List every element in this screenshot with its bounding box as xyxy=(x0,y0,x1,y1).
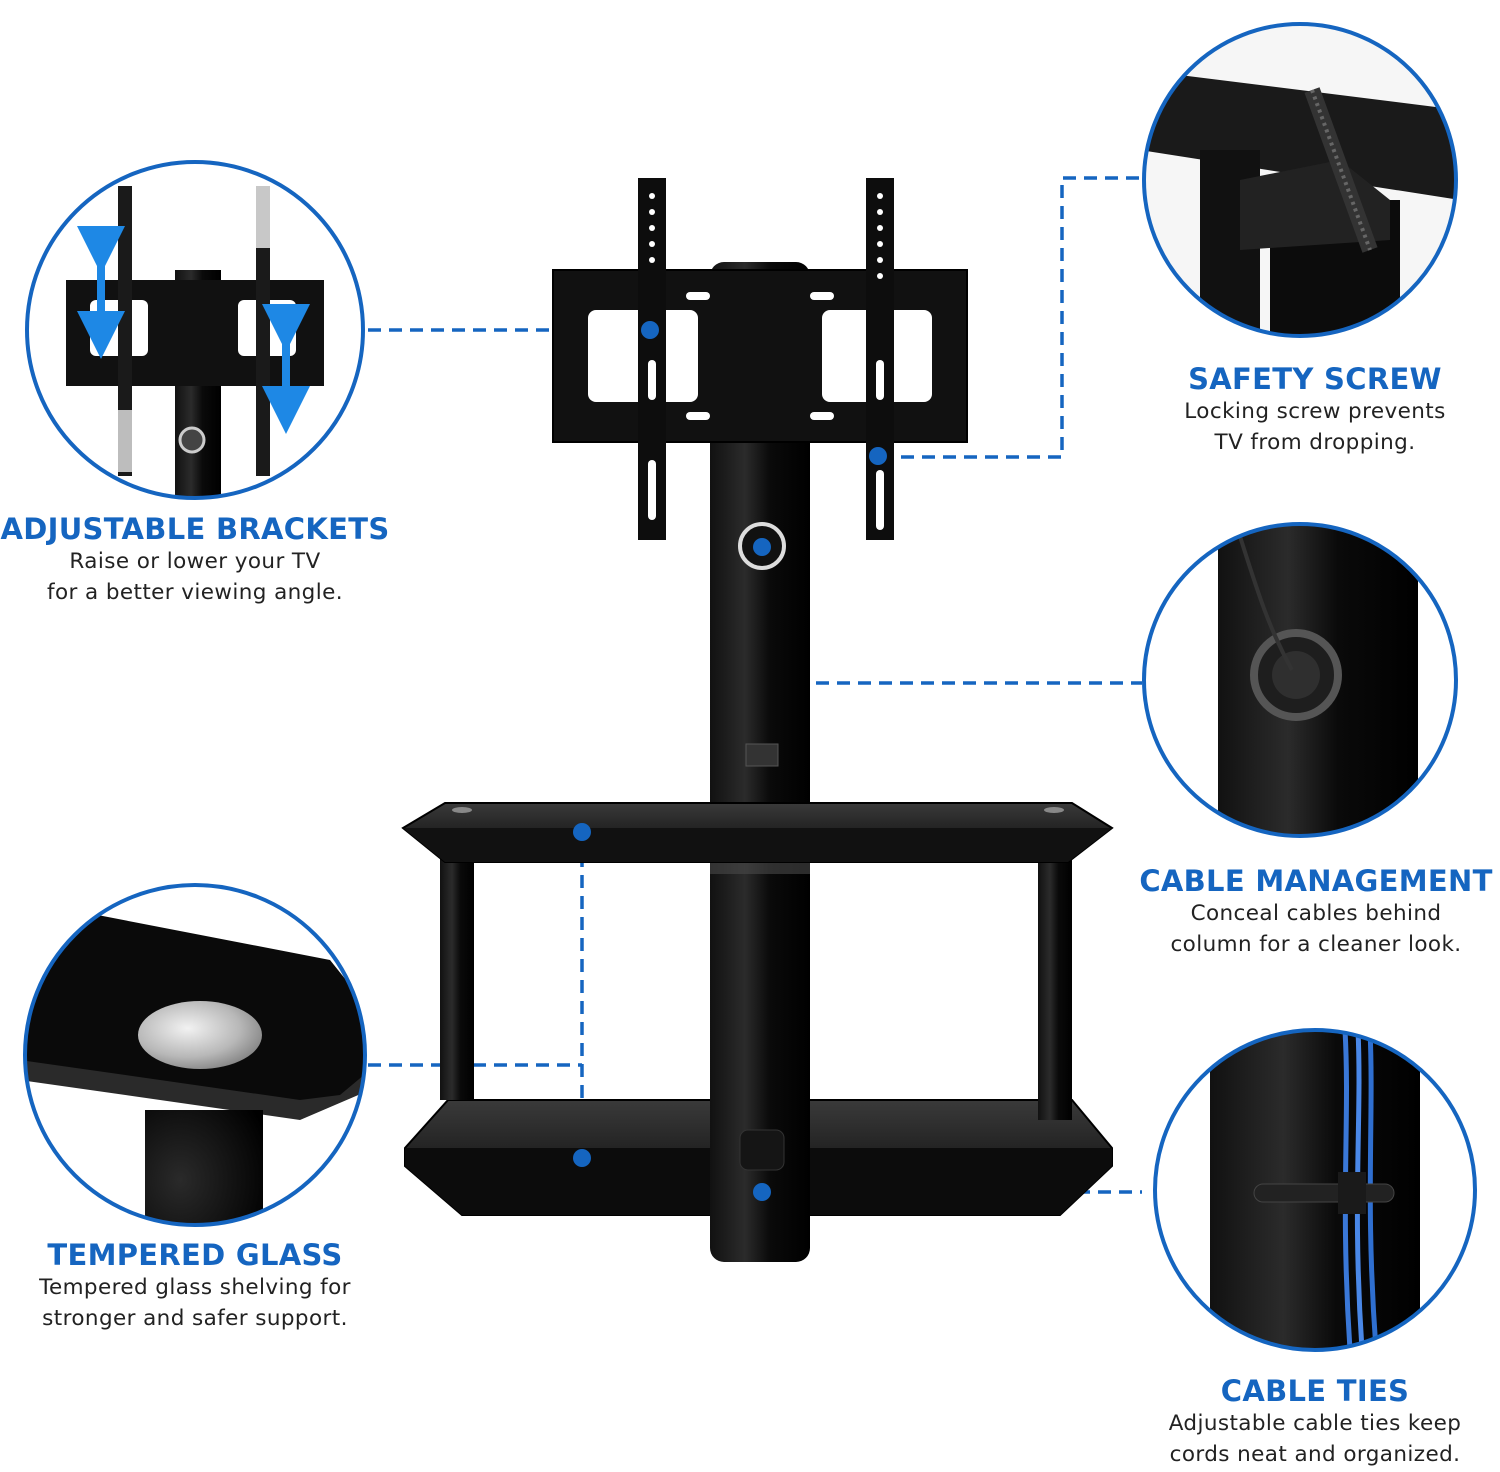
leader-screw xyxy=(880,176,1142,459)
callout-brackets xyxy=(25,160,365,500)
feature-desc-line2: cords neat and organized. xyxy=(1169,1442,1461,1467)
callout-ring-cable xyxy=(1142,522,1458,838)
hotspots xyxy=(573,321,887,1201)
tv-stand xyxy=(401,178,1114,1262)
feature-desc-line1: Adjustable cable ties keep xyxy=(1168,1411,1462,1436)
feature-desc-line1: Tempered glass shelving for xyxy=(39,1275,351,1300)
feature-desc-line1: Raise or lower your TV xyxy=(69,549,321,574)
feature-desc-line2: stronger and safer support. xyxy=(42,1306,348,1331)
feature-desc-line2: for a better viewing angle. xyxy=(47,580,343,605)
hotspot-screw xyxy=(869,447,887,465)
feature-desc-line2: column for a cleaner look. xyxy=(1170,932,1462,957)
feature-cable-management: CABLE MANAGEMENT Conceal cables behind c… xyxy=(1125,864,1500,960)
callout-ring-screw xyxy=(1142,22,1458,338)
feature-desc-line1: Locking screw prevents xyxy=(1184,399,1446,424)
hotspot-ties xyxy=(753,1183,771,1201)
hotspot-brackets xyxy=(641,321,659,339)
feature-adjustable-brackets: ADJUSTABLE BRACKETS Raise or lower your … xyxy=(0,512,390,608)
chrome-cap xyxy=(138,1001,262,1069)
feature-cable-ties: CABLE TIES Adjustable cable ties keep co… xyxy=(1125,1374,1500,1470)
feature-title: TEMPERED GLASS xyxy=(47,1238,343,1272)
callout-cable xyxy=(1142,522,1458,838)
shelf-leg-left xyxy=(440,838,474,1100)
feature-title: CABLE MANAGEMENT xyxy=(1139,864,1493,898)
feature-title: SAFETY SCREW xyxy=(1188,362,1442,396)
feature-title: ADJUSTABLE BRACKETS xyxy=(0,512,390,546)
callout-ties xyxy=(1153,1028,1477,1352)
callout-glass xyxy=(23,883,367,1227)
hotspot-glass-top xyxy=(573,823,591,841)
leader-cable xyxy=(760,548,1142,685)
callout-ring-brackets xyxy=(25,160,365,500)
hotspot-glass-bottom xyxy=(573,1149,591,1167)
feature-safety-screw: SAFETY SCREW Locking screw prevents TV f… xyxy=(1110,362,1500,458)
shelf-leg-right xyxy=(1038,838,1072,1120)
callout-screw xyxy=(1142,22,1458,338)
feature-desc-line2: TV from dropping. xyxy=(1214,430,1416,455)
feature-desc-line1: Conceal cables behind xyxy=(1190,901,1442,926)
feature-tempered-glass: TEMPERED GLASS Tempered glass shelving f… xyxy=(0,1238,390,1334)
hotspot-cable xyxy=(753,538,771,556)
callout-ring-ties xyxy=(1153,1028,1477,1352)
callout-ring-glass xyxy=(23,883,367,1227)
feature-title: CABLE TIES xyxy=(1220,1374,1410,1408)
